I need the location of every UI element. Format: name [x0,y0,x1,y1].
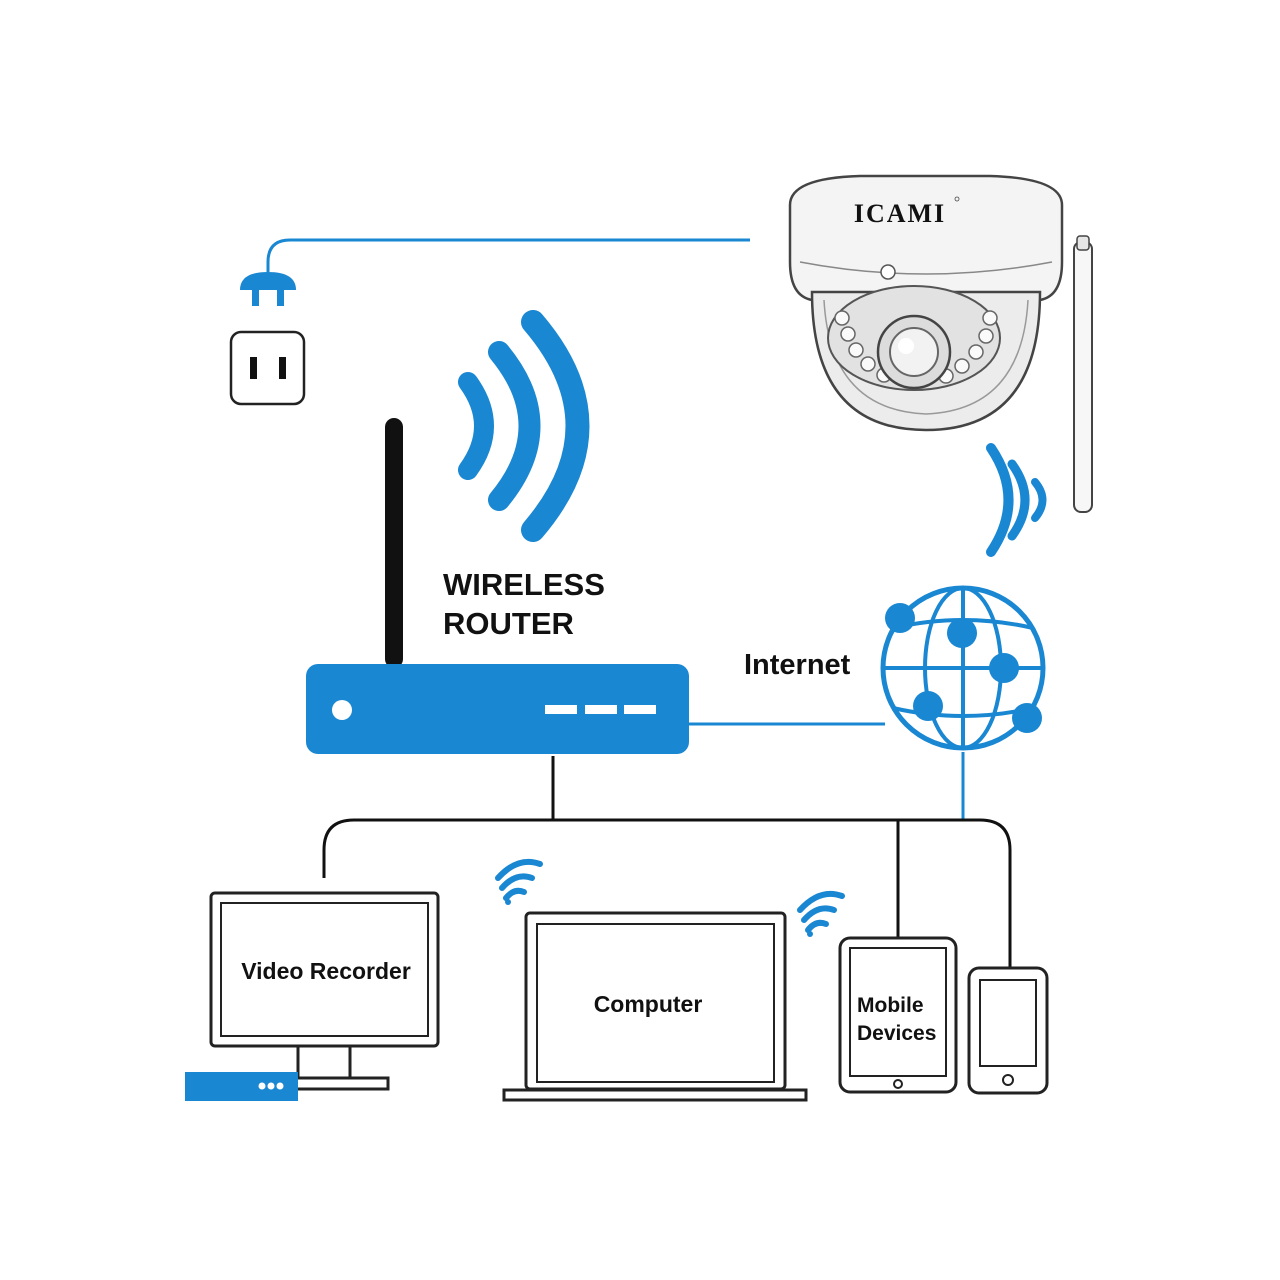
globe-network-icon [880,585,1046,751]
wifi-signal-icon [458,310,590,542]
camera-wifi-signal-icon [986,443,1047,557]
recorder-box-icon [185,1072,298,1101]
wall-outlet-icon [229,330,306,406]
smartphone-icon [967,966,1049,1095]
monitor-icon [209,891,440,1091]
video-recorder-label: Video Recorder [241,958,411,984]
laptop-wifi-icon [495,858,543,905]
router-label-line2: ROUTER [443,606,574,641]
tablet-wifi-icon [797,890,845,937]
internet-label: Internet [744,649,851,681]
mobile-label-line1: Mobile [857,994,924,1017]
tablet-icon [838,936,958,1094]
camera-brand: ICAMI [854,199,946,228]
device-bus [322,818,1012,968]
router-icon [306,418,689,754]
laptop-icon [502,911,808,1102]
router-label-line1: WIRELESS [443,567,605,602]
dome-camera-icon: ICAMI [788,174,1093,513]
computer-label: Computer [594,991,703,1017]
camera-power-cable [266,238,750,272]
mobile-label-line2: Devices [857,1022,936,1045]
power-plug-icon [240,272,296,306]
